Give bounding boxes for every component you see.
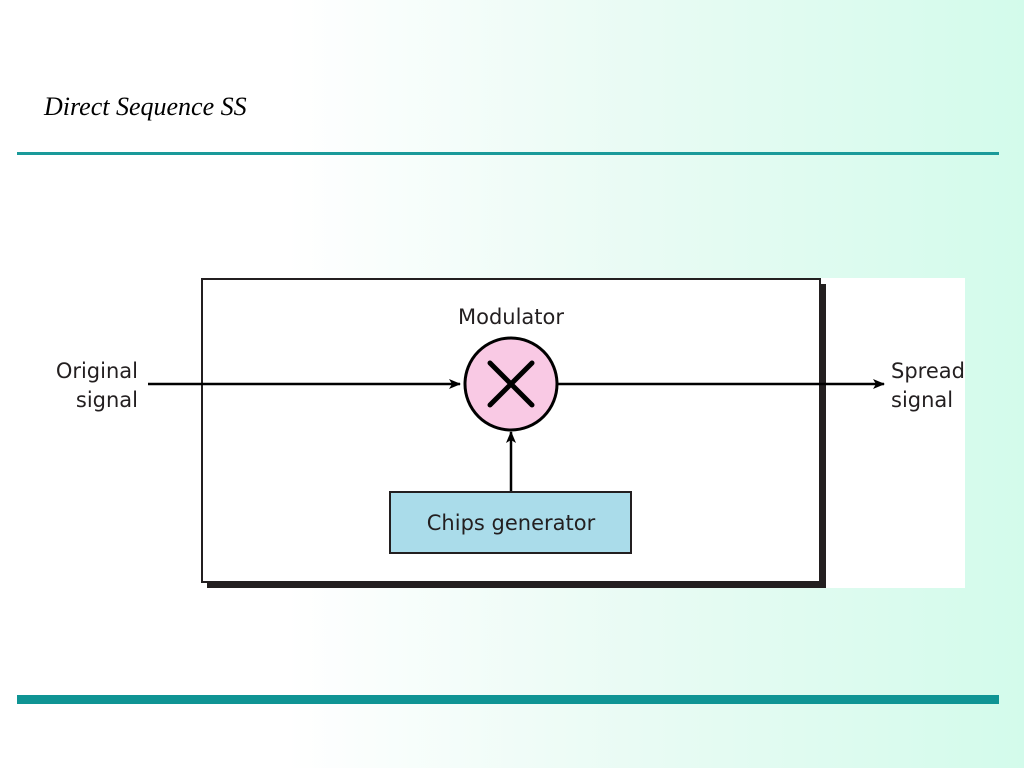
chips-generator-box <box>389 491 632 554</box>
input-label-line1: Original <box>56 359 138 383</box>
input-label-line2: signal <box>76 388 138 412</box>
output-label-line1: Spread <box>891 359 965 383</box>
title-divider <box>17 152 999 155</box>
modulator-label: Modulator <box>458 305 564 329</box>
slide-title: Direct Sequence SS <box>44 92 247 121</box>
output-label-line2: signal <box>891 388 953 412</box>
chips-generator-label: Chips generator <box>427 511 596 535</box>
footer-divider <box>17 695 999 704</box>
multiply-icon <box>487 360 535 408</box>
